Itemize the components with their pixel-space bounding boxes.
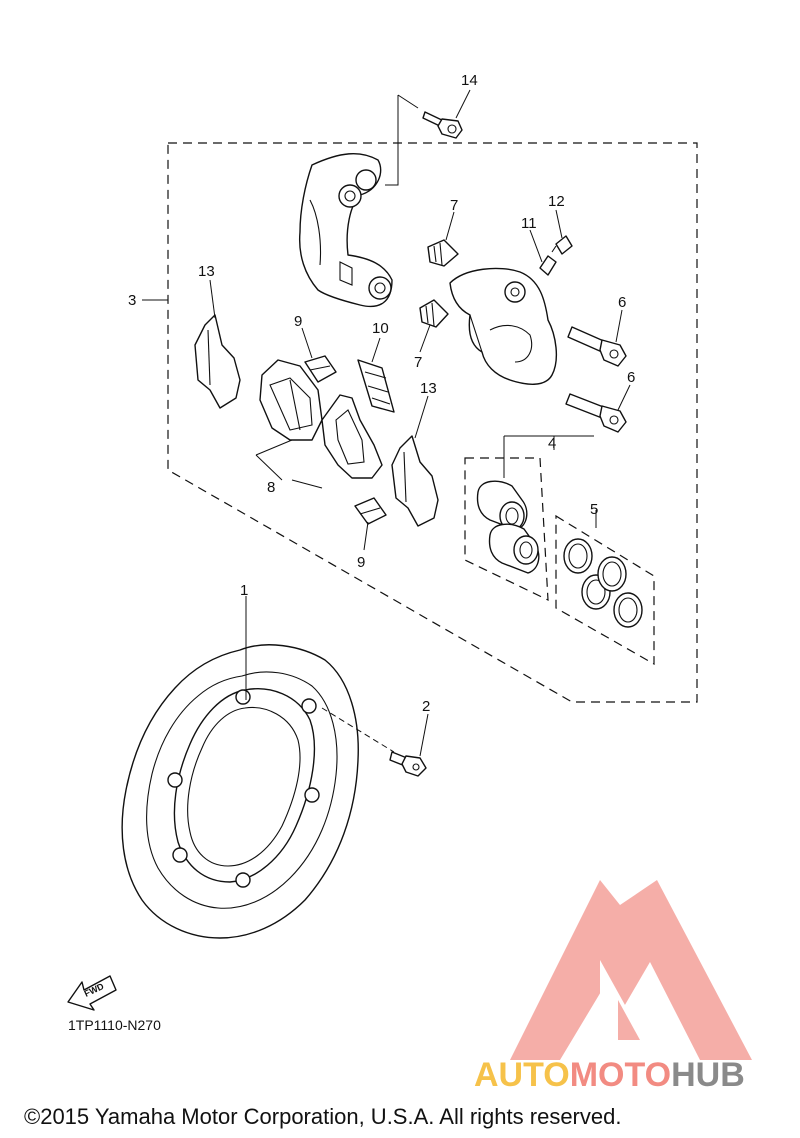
callout-12: 12 (548, 193, 565, 210)
bleeder-screw-11 (539, 245, 557, 276)
watermark-hub: HUB (671, 1056, 745, 1094)
caliper-bolt-6b (565, 393, 627, 433)
callout-6a: 6 (618, 294, 626, 311)
callout-7b: 7 (414, 354, 422, 371)
diagram-ref: 1TP1110-N270 (68, 1017, 161, 1033)
caliper-body (449, 267, 558, 385)
piston-4a (476, 480, 528, 531)
pad-support-10 (357, 359, 395, 413)
piston-seals-5 (563, 538, 643, 628)
pin-boot-7b (419, 299, 449, 328)
callout-1: 1 (240, 582, 248, 599)
pin-boot-7a (427, 239, 459, 267)
callout-2: 2 (422, 698, 430, 715)
brake-pad-8a (259, 359, 323, 441)
watermark-auto: AUTO (474, 1056, 570, 1094)
pad-shim-13b (391, 435, 439, 527)
fwd-arrow-icon: FWD (67, 975, 117, 1011)
callout-4: 4 (548, 435, 556, 452)
caliper-bracket (298, 152, 393, 307)
pad-spring-9a (304, 355, 337, 383)
watermark-logo-icon (510, 880, 752, 1060)
callout-7a: 7 (450, 197, 458, 214)
watermark-moto: MOTO (570, 1056, 671, 1094)
callout-6b: 6 (627, 369, 635, 386)
brake-pad-8b (321, 394, 383, 479)
callout-14: 14 (461, 72, 478, 89)
callout-9b: 9 (357, 554, 365, 571)
caliper-bolt-6a (567, 326, 627, 367)
pad-shim-13a (194, 314, 241, 409)
callout-3: 3 (128, 292, 136, 309)
bracket-bolt-14 (422, 111, 463, 139)
caliper-assembly-boundary (167, 142, 698, 703)
watermark-brand: AUTOMOTOHUB (474, 1056, 745, 1094)
callout-10: 10 (372, 320, 389, 337)
piston-4b (488, 523, 540, 574)
bleeder-cap-12 (555, 235, 573, 255)
callout-11: 11 (521, 215, 537, 232)
callout-13b: 13 (420, 380, 437, 397)
disc-bolt-2 (389, 751, 427, 777)
callout-5: 5 (590, 501, 598, 518)
callout-8: 8 (267, 479, 275, 496)
callout-13a: 13 (198, 263, 215, 280)
pad-spring-9b (354, 497, 387, 525)
copyright-notice: ©2015 Yamaha Motor Corporation, U.S.A. A… (24, 1104, 621, 1129)
callout-9a: 9 (294, 313, 302, 330)
brake-disc-1 (121, 644, 359, 939)
